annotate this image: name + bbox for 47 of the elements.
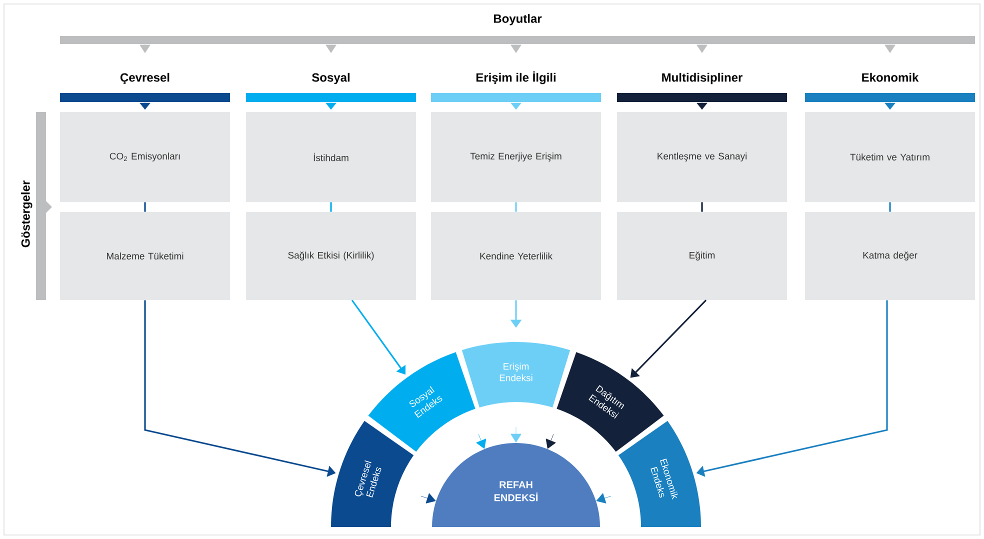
node-label: Ekonomik — [862, 72, 919, 82]
arrow — [696, 102, 708, 110]
connector-line — [144, 202, 146, 212]
arrow — [696, 44, 708, 54]
category-header: Çevresel — [60, 72, 230, 102]
arrow — [326, 44, 336, 54]
arrow — [546, 434, 556, 449]
arrow — [420, 493, 436, 504]
indicator-box: Katma değer — [805, 212, 975, 300]
category-header: Multidisipliner — [617, 72, 787, 102]
arrow — [510, 426, 522, 443]
dimension-bar: Boyutlar — [60, 14, 975, 44]
arrow — [510, 44, 522, 54]
category-header: Ekonomik — [805, 72, 975, 102]
arrow — [630, 300, 707, 378]
connector-line — [330, 202, 332, 212]
arrow — [510, 102, 522, 110]
category-header: Erişim ile İlgili — [431, 71, 601, 102]
indicator-box: Malzeme Tüketimi — [60, 212, 230, 300]
connector-line — [515, 202, 517, 212]
node-label: Boyutlar — [494, 14, 542, 26]
indicator-box: Temiz Enerjiye Erişim — [431, 112, 601, 202]
connector-line — [889, 202, 891, 212]
node-label: Çevresel — [120, 72, 170, 84]
index-segment: Erişim Endeksi — [462, 342, 570, 408]
indicator-box: Sağlık Etkisi (Kirlilik) — [246, 212, 416, 300]
node-label: Multidisipliner — [662, 72, 743, 84]
arrow — [884, 44, 896, 54]
arrow — [884, 102, 896, 110]
arrow — [140, 102, 150, 110]
category-header: Sosyal — [246, 72, 416, 102]
arrow — [326, 102, 336, 110]
indicator-box: İstihdam — [246, 112, 416, 202]
indicator-box: Kendine Yeterlilik — [431, 212, 601, 300]
connector-line — [701, 202, 703, 212]
indicator-bar: Göstergeler — [21, 112, 52, 300]
arrow — [596, 493, 612, 504]
indicator-box: Kentleşme ve Sanayi — [617, 112, 787, 202]
node-label: Göstergeler — [21, 180, 32, 248]
node-label: Erişim ile İlgili — [476, 71, 556, 84]
arrow — [476, 434, 486, 449]
indicator-box: CO$_{2}$ Emisyonları — [60, 112, 230, 202]
index-semicircle: REFAH ENDEKSİ — [432, 443, 600, 527]
indicator-box: Tüketim ve Yatırım — [805, 112, 975, 202]
arrow — [140, 44, 150, 54]
indicator-box: Eğitim — [617, 212, 787, 300]
node-label: Sosyal — [312, 72, 350, 84]
